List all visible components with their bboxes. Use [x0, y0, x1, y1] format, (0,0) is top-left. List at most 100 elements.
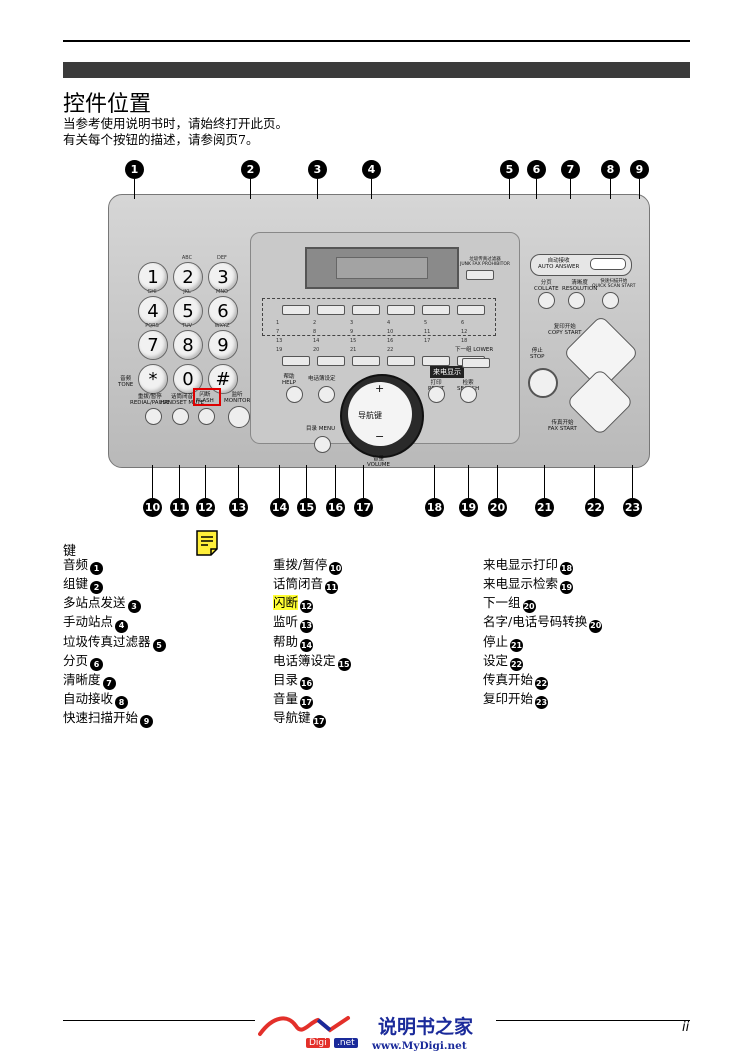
keypad-letters: DEF — [217, 255, 227, 261]
callout-line — [610, 179, 611, 199]
print-button[interactable] — [428, 386, 445, 403]
station-number: 8 — [313, 329, 317, 335]
station-button-upper[interactable] — [387, 305, 415, 315]
callout-bottom-15: 15 — [297, 498, 316, 517]
flash-label: 闪断 FLASH — [196, 392, 214, 404]
redial-label: 重拨/暂停 REDIAL/PAUSE — [130, 394, 170, 406]
keypad-key-5[interactable]: 5 — [173, 296, 203, 326]
stop-button[interactable] — [528, 368, 558, 398]
station-button-lower[interactable] — [352, 356, 380, 366]
menu-label: 目录 MENU — [306, 426, 336, 432]
station-button-lower[interactable] — [387, 356, 415, 366]
callout-line — [335, 465, 336, 498]
help-button[interactable] — [286, 386, 303, 403]
keypad-letters: PQRS — [145, 323, 159, 329]
phonebook-button[interactable] — [318, 386, 335, 403]
callout-line — [152, 465, 153, 498]
legend-item-text: 目录 — [273, 671, 299, 687]
station-button-lower[interactable] — [282, 356, 310, 366]
legend-item-text: 复印开始 — [483, 690, 534, 706]
legend-item-text: 传真开始 — [483, 671, 534, 687]
search-button[interactable] — [460, 386, 477, 403]
station-number: 5 — [424, 320, 428, 326]
keypad-key-9[interactable]: 9 — [208, 330, 238, 360]
station-number: 7 — [276, 329, 280, 335]
callout-top-7: 7 — [561, 160, 580, 179]
station-number: 21 — [350, 347, 357, 353]
station-button-upper[interactable] — [352, 305, 380, 315]
callout-bottom-16: 16 — [326, 498, 345, 517]
auto-answer-label: 自动接收 AUTO ANSWER — [538, 258, 580, 270]
callout-line — [134, 179, 135, 199]
callout-line — [306, 465, 307, 498]
keypad-letters: TUV — [181, 323, 193, 329]
callout-line — [497, 465, 498, 498]
station-button-lower[interactable] — [422, 356, 450, 366]
station-number: 13 — [276, 338, 283, 344]
phonebook-label: 电话簿设定 — [308, 376, 336, 382]
callout-bottom-23: 23 — [623, 498, 642, 517]
station-button-upper[interactable] — [282, 305, 310, 315]
navigator-key[interactable] — [348, 382, 412, 446]
keypad-key-7[interactable]: 7 — [138, 330, 168, 360]
quick-scan-button[interactable] — [602, 292, 619, 309]
keypad-letters: JKL — [183, 289, 191, 295]
top-rule — [63, 40, 690, 42]
station-button-upper[interactable] — [457, 305, 485, 315]
footer-url[interactable]: www.MyDigi.net — [372, 1040, 467, 1052]
callout-line — [371, 179, 372, 199]
callout-line — [179, 465, 180, 498]
quick-scan-label: 快速扫描开始 QUICK SCAN START — [592, 279, 636, 289]
legend-item-text: 手动站点 — [63, 614, 114, 630]
junk-fax-button[interactable] — [466, 270, 494, 280]
collate-label: 分页 COLLATE — [534, 280, 559, 292]
callout-line — [250, 179, 251, 199]
callout-bottom-13: 13 — [229, 498, 248, 517]
keypad-key-hash[interactable]: # — [208, 364, 238, 394]
callout-line — [570, 179, 571, 199]
keypad-key-3[interactable]: 3 — [208, 262, 238, 292]
keypad-key-4[interactable]: 4 — [138, 296, 168, 326]
collate-button[interactable] — [538, 292, 555, 309]
page-number: ii — [682, 1020, 690, 1035]
legend-heading: 键 — [63, 544, 77, 559]
station-button-upper[interactable] — [317, 305, 345, 315]
station-number: 2 — [313, 320, 317, 326]
callout-bottom-11: 11 — [170, 498, 189, 517]
station-number: 16 — [387, 338, 394, 344]
lower-button[interactable] — [462, 358, 490, 368]
station-button-upper[interactable] — [422, 305, 450, 315]
legend-item-number: 13 — [300, 619, 314, 633]
callout-line — [238, 465, 239, 498]
mute-button[interactable] — [172, 408, 189, 425]
menu-button[interactable] — [314, 436, 331, 453]
legend-item-number: 16 — [300, 676, 314, 690]
callout-bottom-14: 14 — [270, 498, 289, 517]
callout-top-9: 9 — [630, 160, 649, 179]
keypad-letters: WXYZ — [214, 323, 230, 329]
keypad-key-8[interactable]: 8 — [173, 330, 203, 360]
keypad-key-6[interactable]: 6 — [208, 296, 238, 326]
footer-rule-right — [496, 1020, 690, 1021]
logo-tag-net: .net — [334, 1038, 358, 1048]
station-button-lower[interactable] — [317, 356, 345, 366]
keypad-key-1[interactable]: 1 — [138, 262, 168, 292]
station-number: 17 — [424, 338, 431, 344]
junk-fax-label: 垃圾传真过滤器 JUNK FAX PROHIBITOR — [460, 257, 511, 267]
redial-button[interactable] — [145, 408, 162, 425]
keypad-key-star[interactable]: * — [138, 364, 168, 394]
keypad-key-2[interactable]: 2 — [173, 262, 203, 292]
flash-button[interactable] — [198, 408, 215, 425]
monitor-button[interactable] — [228, 406, 250, 428]
logo-tag-digi: Digi — [306, 1038, 330, 1048]
resolution-button[interactable] — [568, 292, 585, 309]
